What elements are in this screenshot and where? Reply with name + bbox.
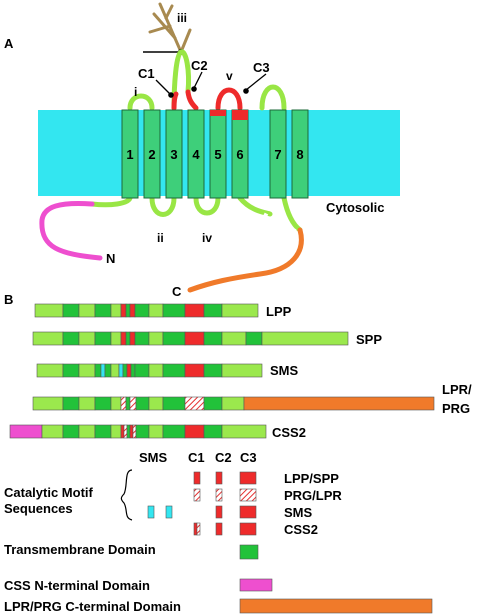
motif-c3-dot xyxy=(243,88,249,94)
swatch-css2-c2 xyxy=(215,522,223,536)
bar-sms xyxy=(36,363,263,378)
legend-tm-label: Transmembrane Domain xyxy=(4,542,156,557)
motif-c3-label: C3 xyxy=(253,60,270,75)
legend-catalytic-title-2: Sequences xyxy=(4,501,73,516)
bar-lpr-prg xyxy=(32,396,435,411)
helix-number: 5 xyxy=(214,147,221,162)
protein-label-lpr-prg-line1: LPR/ xyxy=(442,382,472,397)
swatch-css2-c3 xyxy=(239,522,257,536)
swatch-sms-1 xyxy=(147,505,155,519)
legend-swatches xyxy=(147,471,433,614)
helix-8 xyxy=(291,109,309,199)
helix-number: 6 xyxy=(236,147,243,162)
motif-callouts xyxy=(155,71,267,95)
legend-header-c1: C1 xyxy=(188,450,205,465)
motif-c2-label: C2 xyxy=(191,58,208,73)
swatch-lpp-c2 xyxy=(215,471,223,485)
bar-spp xyxy=(32,331,349,346)
legend-row-lpp-spp: LPP/SPP xyxy=(284,471,339,486)
helix-1 xyxy=(121,109,139,199)
legend-lpr-c-label: LPR/PRG C-terminal Domain xyxy=(4,599,181,614)
c-terminus-label: C xyxy=(172,284,182,299)
protein-label-lpp: LPP xyxy=(266,304,292,319)
bar-css2 xyxy=(9,424,267,439)
loop-iii-label: iii xyxy=(177,11,187,25)
swatch-prg-c1 xyxy=(193,488,201,502)
swatch-lpp-c3 xyxy=(239,471,257,485)
swatch-sms-c3 xyxy=(239,505,257,519)
helix-7 xyxy=(269,109,287,199)
helix-4 xyxy=(187,109,205,199)
motif-c3-cap-6 xyxy=(232,110,248,120)
swatch-sms-c2 xyxy=(215,505,223,519)
c-terminal-tail xyxy=(187,227,304,293)
swatch-sms-2 xyxy=(165,505,173,519)
legend-catalytic-title-1: Catalytic Motif xyxy=(4,485,94,500)
swatch-prg-c2 xyxy=(215,488,223,502)
legend-header-sms: SMS xyxy=(139,450,168,465)
protein-label-sms: SMS xyxy=(270,363,299,378)
motif-c3-cap-5 xyxy=(210,110,226,116)
loop-ii-label: ii xyxy=(157,231,164,245)
swatch-lpr-c-terminal xyxy=(239,598,433,614)
motif-c1-dot xyxy=(168,92,174,98)
n-terminal-tail xyxy=(39,201,103,261)
loop-i-label: i xyxy=(134,85,137,99)
helix-3 xyxy=(165,109,183,199)
legend-row-prg-lpr: PRG/LPR xyxy=(284,488,342,503)
swatch-css-n-terminal xyxy=(239,578,273,592)
helix-numbers: 1 2 3 4 5 6 7 8 xyxy=(126,147,303,162)
swatch-css2-c1a xyxy=(193,522,198,536)
dashed-segment xyxy=(263,212,299,234)
loop-v-label: v xyxy=(226,69,233,83)
helix-number: 3 xyxy=(170,147,177,162)
legend-css-n-label: CSS N-terminal Domain xyxy=(4,578,150,593)
helix-number: 2 xyxy=(148,147,155,162)
motif-c2-dot xyxy=(191,86,197,92)
helix-number: 4 xyxy=(192,147,200,162)
panel-b-label: B xyxy=(4,292,13,307)
swatch-lpp-c1 xyxy=(193,471,201,485)
legend-header-c2: C2 xyxy=(215,450,232,465)
helix-2 xyxy=(143,109,161,199)
cytosolic-loops xyxy=(89,195,303,233)
swatch-transmembrane xyxy=(239,544,259,560)
swatch-css2-c1b xyxy=(196,522,201,536)
glycan-tree xyxy=(148,2,192,54)
legend-row-css2: CSS2 xyxy=(284,522,318,537)
protein-label-lpr-prg: LPR/ PRG xyxy=(442,382,475,416)
legend-header-c3: C3 xyxy=(240,450,257,465)
helix-number: 8 xyxy=(296,147,303,162)
protein-label-spp: SPP xyxy=(356,332,382,347)
motif-c1-label: C1 xyxy=(138,66,155,81)
legend-brace xyxy=(120,469,133,521)
n-terminus-label: N xyxy=(106,251,115,266)
bar-lpp xyxy=(34,303,259,318)
loop-iv-label: iv xyxy=(202,231,212,245)
protein-label-lpr-prg-line2: PRG xyxy=(442,401,470,416)
extracellular-loops xyxy=(127,49,287,111)
swatch-prg-c3 xyxy=(239,488,257,502)
cytosolic-label: Cytosolic xyxy=(326,200,385,215)
legend-row-sms: SMS xyxy=(284,505,313,520)
helix-number: 1 xyxy=(126,147,133,162)
panel-a-label: A xyxy=(4,36,14,51)
helix-group xyxy=(121,109,309,199)
protein-label-css2: CSS2 xyxy=(272,425,306,440)
helix-number: 7 xyxy=(274,147,281,162)
